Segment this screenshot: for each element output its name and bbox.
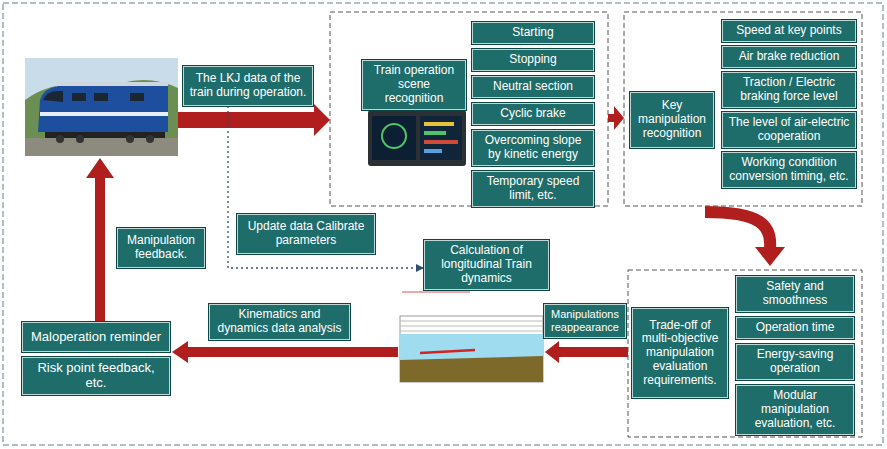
simulation-ground (400, 356, 543, 382)
box-text: Trade-off of multi-objective manipulatio… (637, 319, 723, 388)
simulation-screen (400, 316, 543, 382)
process-box: Energy-saving operation (736, 344, 854, 380)
simulation-track-line (400, 331, 543, 332)
box-text: Maloperation reminder (31, 330, 161, 345)
box-text: Speed at key points (736, 24, 841, 38)
box-text: Neutral section (493, 80, 573, 94)
locomotive-wheel (126, 135, 134, 143)
process-box: Manipulation feedback. (117, 228, 205, 268)
process-box: Calculation of longitudinal Train dynami… (424, 240, 549, 290)
process-box: Safety and smoothness (736, 276, 854, 312)
process-box: Operation time (736, 317, 854, 339)
locomotive-wheel (56, 135, 64, 143)
box-text: Traction / Electric braking force level (727, 76, 851, 104)
flow-arrow (608, 106, 624, 130)
locomotive-body (38, 86, 168, 132)
simulation-track-line (400, 326, 543, 327)
box-text: Manipulation feedback. (122, 234, 200, 262)
box-text: Update data Calibrate parameters (242, 220, 370, 248)
locomotive-stripe (40, 112, 168, 116)
process-box: The LKJ data of the train during operati… (183, 66, 313, 106)
box-text: Working condition conversion timing, etc… (727, 156, 851, 184)
process-box: Kinematics and dynamics data analysis (209, 304, 350, 340)
process-box: Speed at key points (722, 20, 856, 42)
simulation-sky (400, 334, 543, 360)
locomotive-wheel (76, 135, 84, 143)
box-text: The level of air-electric cooperation (727, 116, 851, 144)
box-text: Air brake reduction (739, 50, 840, 64)
process-box: Modular manipulation evaluation, etc. (736, 385, 854, 435)
box-text: Cyclic brake (500, 107, 565, 121)
locomotive-window (94, 93, 108, 101)
box-text: The LKJ data of the train during operati… (188, 72, 308, 100)
flow-arrow (178, 104, 330, 136)
flow-arrow (172, 341, 398, 363)
process-box: Maloperation reminder (22, 322, 170, 352)
box-text: Train operation scene recognition (367, 64, 461, 105)
box-text: Stopping (509, 53, 556, 67)
locomotive-wheel (146, 135, 154, 143)
train-photo-hills (25, 80, 178, 156)
process-box: Neutral section (472, 76, 594, 98)
dotted-connector (228, 106, 424, 268)
cab-bar (424, 149, 442, 153)
box-text: Risk point feedback, etc. (27, 361, 165, 391)
box-text: Key manipulation recognition (635, 99, 709, 140)
box-text: Energy-saving operation (741, 348, 849, 376)
process-box: Trade-off of multi-objective manipulatio… (632, 308, 728, 398)
cab-bar (424, 122, 454, 126)
flow-arrow (545, 341, 628, 363)
box-text: Manipulations reappearance (549, 308, 621, 333)
process-box: The level of air-electric cooperation (722, 112, 856, 148)
process-box: Manipulations reappearance (544, 304, 626, 338)
process-box: Stopping (472, 49, 594, 71)
cab-bar (424, 131, 446, 135)
decor-line (402, 292, 470, 293)
process-box: Key manipulation recognition (630, 92, 714, 148)
simulation-track-line (400, 321, 543, 322)
cab-dial (382, 124, 406, 148)
process-box: Temporary speed limit, etc. (472, 171, 594, 207)
cab-screen (372, 116, 416, 160)
process-box: Starting (472, 22, 594, 44)
box-text: Calculation of longitudinal Train dynami… (429, 244, 544, 285)
process-box: Air brake reduction (722, 46, 856, 68)
process-box: Cyclic brake (472, 103, 594, 125)
box-text: Modular manipulation evaluation, etc. (741, 389, 849, 430)
outer-border (3, 3, 883, 445)
locomotive-window (130, 93, 144, 101)
process-box: Overcoming slope by kinetic energy (472, 130, 594, 166)
train-photo-ground (25, 138, 178, 156)
process-box: Working condition conversion timing, etc… (722, 152, 856, 188)
cab-screen (420, 116, 462, 160)
train-photo-sky (25, 58, 178, 156)
simulation-train (420, 350, 475, 353)
box-text: Kinematics and dynamics data analysis (214, 308, 345, 336)
flow-arrow-head (755, 247, 785, 266)
process-box: Train operation scene recognition (362, 60, 466, 110)
box-text: Starting (512, 26, 553, 40)
process-box: Risk point feedback, etc. (22, 357, 170, 395)
process-box: Update data Calibrate parameters (237, 214, 375, 254)
locomotive-window (43, 91, 63, 102)
group-frame (628, 270, 862, 437)
flow-arrow (86, 158, 114, 322)
process-box: Traction / Electric braking force level (722, 72, 856, 108)
cab-display (368, 110, 466, 166)
group-frame (330, 12, 608, 206)
box-text: Operation time (756, 321, 835, 335)
box-text: Temporary speed limit, etc. (477, 175, 589, 203)
flow-arrow-curve (705, 212, 770, 248)
locomotive-window (72, 93, 86, 101)
box-text: Overcoming slope by kinetic energy (477, 134, 589, 162)
cab-bar (424, 140, 458, 144)
group-frame (624, 12, 862, 206)
box-text: Safety and smoothness (741, 280, 849, 308)
